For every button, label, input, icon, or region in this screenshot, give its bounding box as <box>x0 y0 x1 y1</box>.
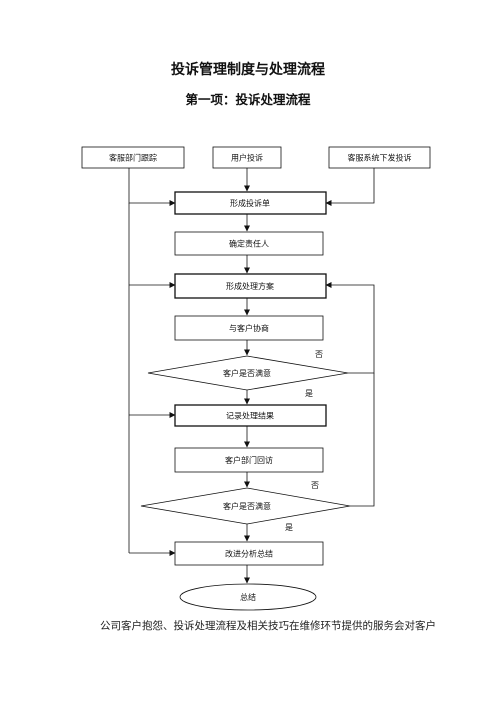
connector-no2-loop <box>350 373 375 507</box>
step-record-result: 记录处理结果 <box>174 404 327 427</box>
source-middle-label: 用户投诉 <box>231 153 263 163</box>
step-improve-summary-label: 改进分析总结 <box>225 549 273 559</box>
branch-yes-1: 是 <box>305 389 313 398</box>
decision-satisfied-1: 客户是否满意 <box>147 355 349 391</box>
step-negotiate: 与客户协商 <box>174 315 324 341</box>
step-follow-up: 客户部门回访 <box>174 447 324 473</box>
step-form-complaint: 形成投诉单 <box>174 191 327 215</box>
decision-satisfied-2-label: 客户是否满意 <box>223 501 271 511</box>
connector-no1-loop <box>325 282 375 374</box>
step-assign-owner: 确定责任人 <box>174 231 324 256</box>
source-right-label: 客服系统下发投诉 <box>348 153 412 163</box>
footer-paragraph: 公司客户抱怨、投诉处理流程及相关技巧在维修环节提供的服务会对客户 <box>100 620 436 632</box>
step-record-result-label: 记录处理结果 <box>226 411 274 421</box>
step-assign-owner-label: 确定责任人 <box>229 239 269 249</box>
connector-right-source-to-form <box>325 168 375 206</box>
step-improve-summary: 改进分析总结 <box>174 541 324 566</box>
source-left: 客服部门跟踪 <box>81 146 185 169</box>
branch-yes-2: 是 <box>285 523 293 532</box>
document-subtitle: 第一项：投诉处理流程 <box>185 92 311 107</box>
connector-left-source-to-form <box>128 168 176 206</box>
document-title: 投诉管理制度与处理流程 <box>171 62 325 78</box>
step-form-plan: 形成处理方案 <box>174 273 327 299</box>
step-negotiate-label: 与客户协商 <box>229 323 269 333</box>
step-form-plan-label: 形成处理方案 <box>226 281 274 291</box>
source-left-label: 客服部门跟踪 <box>109 153 157 163</box>
branch-no-1: 否 <box>315 350 323 359</box>
source-right: 客服系统下发投诉 <box>328 146 431 169</box>
branch-no-2: 否 <box>311 481 319 490</box>
decision-satisfied-1-label: 客户是否满意 <box>223 368 271 378</box>
step-form-complaint-label: 形成投诉单 <box>230 198 270 208</box>
decision-satisfied-2: 客户是否满意 <box>140 487 351 525</box>
flow-connectors <box>128 168 375 584</box>
source-middle: 用户投诉 <box>212 146 282 169</box>
step-end-label: 总结 <box>240 592 256 602</box>
step-end: 总结 <box>179 583 317 611</box>
step-follow-up-label: 客户部门回访 <box>225 455 273 465</box>
